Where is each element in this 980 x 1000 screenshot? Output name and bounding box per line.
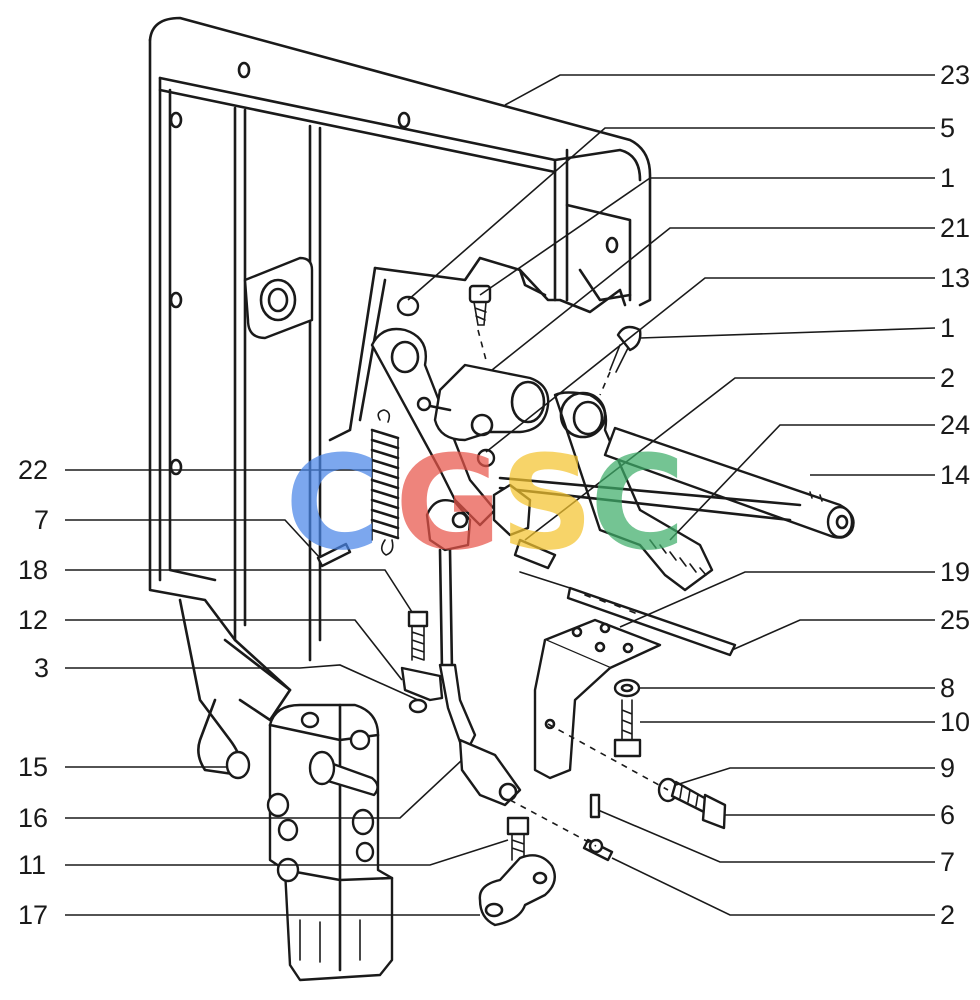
callout-label: 19 — [940, 557, 970, 587]
watermark-letter-3: S — [500, 427, 594, 579]
callout-label: 18 — [18, 555, 48, 585]
lever-arm — [370, 327, 497, 527]
callout-label: 25 — [940, 605, 970, 635]
callout-labels-left: 22 7 18 12 3 15 16 11 17 — [18, 455, 49, 930]
callout-label: 10 — [940, 707, 970, 737]
pin-left — [316, 542, 352, 568]
callout-label: 14 — [940, 460, 970, 490]
callout-labels-right: 23 5 1 21 13 1 2 24 14 19 25 8 10 9 6 7 … — [940, 60, 970, 930]
square-block — [492, 483, 557, 570]
callout-label: 7 — [34, 505, 49, 535]
valve-body — [266, 703, 394, 982]
strip-bar — [519, 571, 737, 657]
callout-label: 12 — [18, 605, 48, 635]
callout-label: 6 — [940, 800, 955, 830]
callout-label: 24 — [940, 410, 970, 440]
callout-label: 2 — [940, 363, 955, 393]
shaft — [603, 426, 855, 539]
callout-label: 8 — [940, 673, 955, 703]
spring — [370, 409, 400, 556]
callout-label: 21 — [940, 213, 970, 243]
callout-label: 11 — [18, 850, 46, 880]
screw-10 — [613, 678, 642, 758]
bolt-18 — [407, 610, 429, 661]
clamp-block — [416, 363, 550, 442]
watermark-letter-4: C — [590, 427, 685, 579]
callout-label: 13 — [940, 263, 970, 293]
small-link — [400, 666, 444, 714]
link-rod — [425, 498, 522, 807]
callout-label: 16 — [18, 803, 48, 833]
callout-label: 23 — [940, 60, 970, 90]
callout-label: 22 — [18, 455, 48, 485]
watermark-letter-2: G — [395, 427, 502, 579]
callout-label: 3 — [34, 653, 49, 683]
callout-label: 7 — [940, 847, 955, 877]
callout-label: 15 — [18, 752, 48, 782]
callout-label: 1 — [940, 163, 955, 193]
gear-plate — [328, 256, 627, 442]
toothed-lever — [553, 391, 714, 592]
small-pins — [582, 793, 614, 862]
callout-label: 17 — [18, 900, 48, 930]
watermark: C G S C — [285, 427, 685, 579]
bolt-6 — [657, 777, 727, 830]
callout-label: 2 — [940, 900, 955, 930]
angle-bracket — [533, 618, 662, 780]
callout-label: 9 — [940, 753, 955, 783]
clamp-17 — [478, 816, 556, 927]
guide-rod — [498, 476, 802, 522]
leader-lines — [65, 74, 936, 916]
frame-plate — [148, 16, 652, 780]
watermark-letter-1: C — [285, 427, 380, 579]
callout-label: 5 — [940, 113, 955, 143]
callout-label: 1 — [940, 313, 955, 343]
